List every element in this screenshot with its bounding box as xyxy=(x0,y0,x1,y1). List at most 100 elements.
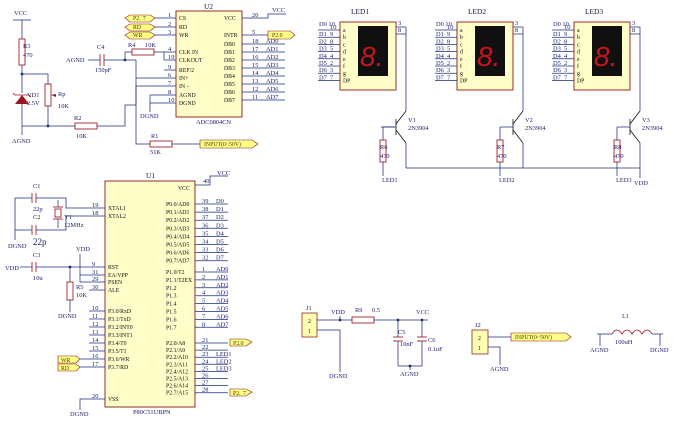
u2-pin-left: AGND xyxy=(179,93,196,99)
u1-pin-num-right: 8 xyxy=(202,321,205,328)
led-pin-name: D5 xyxy=(319,60,327,67)
port-wr-mcu-label: WR xyxy=(61,358,70,364)
u1-pin-right: P2.4/A12 xyxy=(166,369,188,375)
vcc-label-u2: VCC xyxy=(272,7,285,14)
agnd-label-c4: AGND xyxy=(66,57,85,64)
dgnd-label-vss: DGND xyxy=(70,411,89,418)
led-net-label: LED3 xyxy=(616,177,632,184)
u1-pin-right: P0.4/AD4 xyxy=(166,234,189,240)
input-tag-j2[interactable]: INPUT(0~50V) xyxy=(510,332,572,342)
u2-pin-num-right: 20 xyxy=(252,12,258,19)
u1-pin-right: P1.3 xyxy=(166,294,177,300)
u2-pin-right: DB1 xyxy=(224,50,235,56)
port-wr-label: WR xyxy=(133,33,142,39)
u1-pin-right: P0.2/AD2 xyxy=(166,218,189,224)
inductor-l1 xyxy=(611,329,653,335)
u1-pin-num-left: 19 xyxy=(92,202,98,209)
led-pin-name: D3 xyxy=(436,46,444,53)
u1-pin-left: P3.0/RxD xyxy=(108,309,131,315)
led-seg-label: c xyxy=(460,42,463,48)
led-seg-label: f xyxy=(343,63,345,70)
resistor-r2 xyxy=(74,122,98,130)
c4-value: 150pF xyxy=(95,67,112,74)
u1-net-label: AD7 xyxy=(216,321,229,328)
u2-net-label: AD2 xyxy=(266,54,278,61)
u1-pin-right: P0.1/AD1 xyxy=(166,210,189,216)
r3-ref: R3 xyxy=(23,43,30,50)
input-tag-r1[interactable]: INPUT(0~50V) xyxy=(199,139,259,149)
led-seg-label: f xyxy=(577,63,579,70)
port-p2-7-mcu-label: P2. xyxy=(233,391,241,397)
u1-pin-right: P0.5/AD5 xyxy=(166,243,189,249)
transistor-ref: V2 xyxy=(525,117,533,124)
u1-pin-right: P1.5 xyxy=(166,310,177,316)
u2-pin-num-left: 19 xyxy=(168,54,174,61)
u1-pin-num-left: 15 xyxy=(92,345,98,352)
u1-pin-left: ALE xyxy=(108,288,120,294)
u2-pin-right: DB5 xyxy=(224,82,235,88)
led-net-label: LED2 xyxy=(499,177,515,184)
u1-pin-right: P1.4 xyxy=(166,302,177,308)
u1-pin-right: P1.1/T2EX xyxy=(166,278,193,284)
u1-net-label: D5 xyxy=(216,239,224,246)
agnd-label-left: AGND xyxy=(12,138,31,145)
adc-section: VCC R3 470 VD1 2.5V AGND Rp 10K R2 10K A… xyxy=(12,2,296,156)
led-com-pin: 8 xyxy=(398,27,401,34)
u1-pin-right: P2.1/A9 xyxy=(166,348,185,354)
led-seg-label: e xyxy=(460,57,463,63)
led-ref: LED2 xyxy=(468,7,486,16)
u2-pin-num-left: 8 xyxy=(168,89,171,96)
r2-value: 10K xyxy=(76,133,87,140)
vdd-label-led: VDD xyxy=(634,180,648,187)
port-wr-mcu[interactable]: WR xyxy=(57,355,81,364)
led-pin-num: 7 xyxy=(330,74,334,81)
c3-ref: C3 xyxy=(33,252,40,259)
rp-ref: Rp xyxy=(58,91,65,98)
r9-value: 0.5 xyxy=(372,307,380,314)
transistor-ref: V3 xyxy=(642,117,650,124)
u1-net-label: AD4 xyxy=(216,298,229,305)
led-pin-header: D0 10 xyxy=(553,21,569,28)
u1-net-label: D3 xyxy=(216,222,224,229)
u1-pin-num-right: 35 xyxy=(202,230,208,237)
u1-pin-left: RST xyxy=(108,265,119,271)
led-pin-num: 8 xyxy=(447,38,450,45)
led-seg-label: d xyxy=(343,50,346,56)
svg-text:1: 1 xyxy=(308,329,311,335)
u2-pin-num-right: 14 xyxy=(252,70,259,77)
u1-pin-num-right: 3 xyxy=(202,282,205,289)
led-seg-label: DP xyxy=(577,78,584,84)
transistor-part: 2N3904 xyxy=(642,125,663,132)
port-wr-adc[interactable]: WR xyxy=(124,31,156,40)
led-display-1: D0 1010aD19bD28cD35dD44eD52fD63gD77DPabc… xyxy=(318,7,429,184)
led-pin-name: D3 xyxy=(319,46,327,53)
r3-value: 470 xyxy=(23,52,33,59)
input-tag-label: INPUT(0~50V) xyxy=(204,141,241,148)
resistor-r9 xyxy=(351,316,375,324)
u1-net-label: AD2 xyxy=(216,282,228,289)
led-pin-name: D5 xyxy=(553,60,561,67)
led-resistor-ref: R8 xyxy=(614,144,621,151)
led-display-section: D0 1010aD19bD28cD35dD44eD52fD63gD77DPabc… xyxy=(318,7,663,187)
r5-value: 10K xyxy=(76,292,87,299)
led-resistor-ref: R6 xyxy=(380,144,387,151)
u1-net-label: AD6 xyxy=(216,313,228,320)
led-pin-num: 2 xyxy=(564,60,567,67)
mcu-section: VCC 40 U1 P80C51UBPN XTAL119XTAL218RST9E… xyxy=(5,170,253,418)
port-rd-mcu[interactable]: RD xyxy=(57,363,81,372)
led-pin-num: 10 xyxy=(447,24,453,31)
port-p2-7-mcu[interactable]: P2. 7 xyxy=(229,388,253,397)
transistor-ref: V1 xyxy=(408,117,416,124)
led-pin-name: D4 xyxy=(553,53,562,60)
port-rd-adc[interactable]: RD xyxy=(124,23,156,32)
port-p2-0-mcu[interactable]: P2.0 xyxy=(229,338,253,347)
led-pin-num: 5 xyxy=(447,46,450,53)
port-p2-7-adc[interactable]: P2. 7 xyxy=(124,14,156,23)
led-pin-name: D2 xyxy=(436,38,444,45)
r9-ref: R9 xyxy=(355,307,362,314)
c3-value: 10u xyxy=(33,275,43,282)
u1-net-label: D6 xyxy=(216,247,224,254)
port-p2-0-adc-intr[interactable]: P2.0 xyxy=(267,30,296,40)
u1-pin-num-left: 10 xyxy=(92,305,98,312)
led-com-pin: 3 xyxy=(632,20,635,27)
